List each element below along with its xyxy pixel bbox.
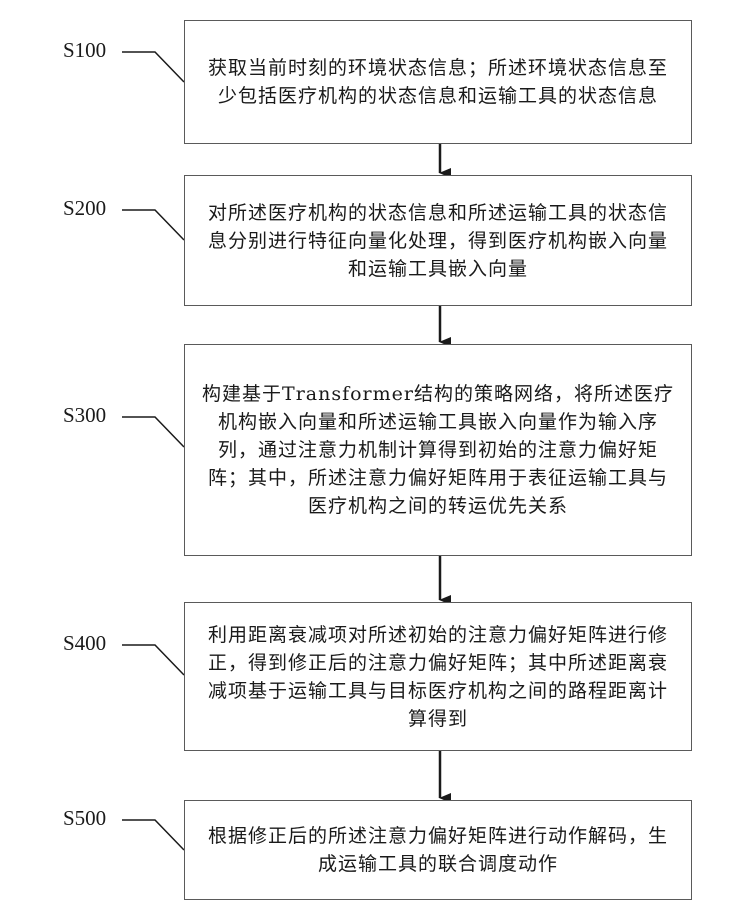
step-label-s100: S100 [63,38,106,63]
step-label-s300: S300 [63,403,106,428]
step-text-s500: 根据修正后的所述注意力偏好矩阵进行动作解码，生成运输工具的联合调度动作 [199,822,677,878]
step-text-s200: 对所述医疗机构的状态信息和所述运输工具的状态信息分别进行特征向量化处理，得到医疗… [199,199,677,283]
leader-line-s100 [122,52,184,82]
leader-line-s500 [122,820,184,850]
leader-line-s300 [122,417,184,447]
step-box-s100: 获取当前时刻的环境状态信息；所述环境状态信息至少包括医疗机构的状态信息和运输工具… [184,20,692,144]
step-label-s200: S200 [63,196,106,221]
step-box-s300: 构建基于Transformer结构的策略网络，将所述医疗机构嵌入向量和所述运输工… [184,344,692,556]
step-box-s400: 利用距离衰减项对所述初始的注意力偏好矩阵进行修正，得到修正后的注意力偏好矩阵；其… [184,602,692,751]
step-text-s400: 利用距离衰减项对所述初始的注意力偏好矩阵进行修正，得到修正后的注意力偏好矩阵；其… [199,621,677,733]
step-box-s200: 对所述医疗机构的状态信息和所述运输工具的状态信息分别进行特征向量化处理，得到医疗… [184,175,692,306]
step-box-s500: 根据修正后的所述注意力偏好矩阵进行动作解码，生成运输工具的联合调度动作 [184,800,692,900]
step-text-s100: 获取当前时刻的环境状态信息；所述环境状态信息至少包括医疗机构的状态信息和运输工具… [199,54,677,110]
leader-line-s400 [122,645,184,675]
step-text-s300: 构建基于Transformer结构的策略网络，将所述医疗机构嵌入向量和所述运输工… [199,380,677,520]
step-label-s500: S500 [63,806,106,831]
leader-line-s200 [122,210,184,240]
step-label-s400: S400 [63,631,106,656]
